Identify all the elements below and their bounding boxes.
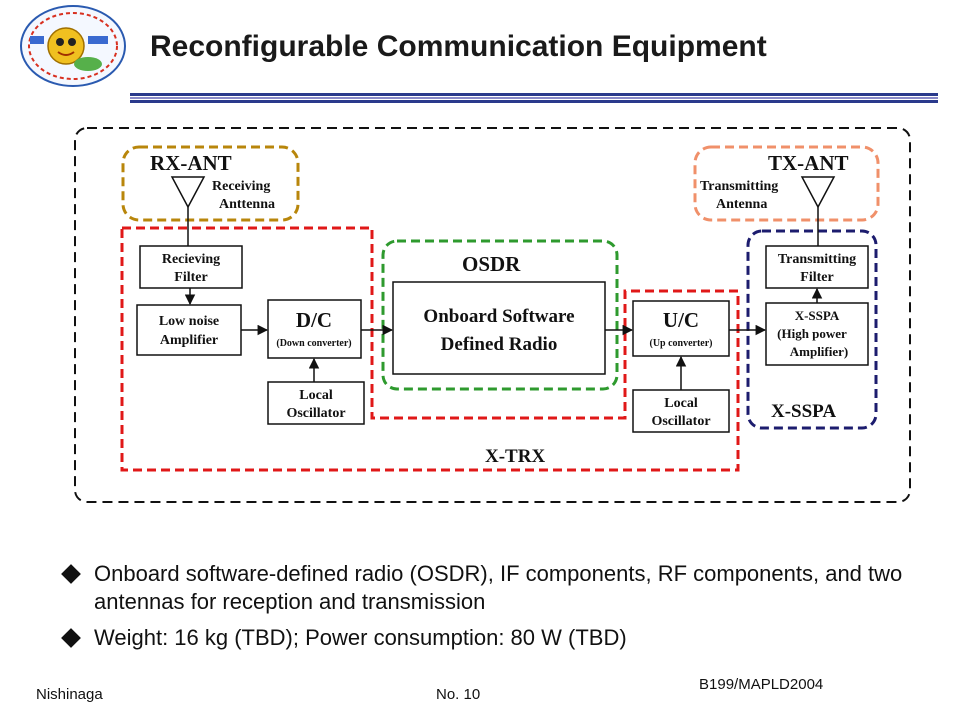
lna-line2: Amplifier bbox=[160, 333, 218, 348]
lna-line1: Low noise bbox=[159, 314, 219, 329]
rx-ant-label: RX-ANT bbox=[150, 151, 232, 175]
tx-ant-label: TX-ANT bbox=[768, 151, 849, 175]
osdr-line2: Defined Radio bbox=[441, 334, 558, 355]
tx-antenna-icon bbox=[800, 176, 836, 246]
osdr-box bbox=[392, 281, 606, 375]
bullet-text: Onboard software-defined radio (OSDR), I… bbox=[94, 561, 903, 614]
rx-antenna-icon bbox=[170, 176, 206, 246]
bullet-item: Weight: 16 kg (TBD); Power consumption: … bbox=[61, 624, 922, 652]
receiving-filter-line2: Filter bbox=[174, 270, 207, 285]
footer-page-number: No. 10 bbox=[436, 686, 481, 703]
x-sspa-line2: (High power bbox=[777, 326, 847, 341]
tx-antenna-text-2: Antenna bbox=[716, 197, 767, 212]
x-trx-label: X-TRX bbox=[485, 446, 545, 467]
lo-tx-box bbox=[632, 389, 730, 433]
title-underline bbox=[130, 93, 938, 103]
osdr-group bbox=[381, 239, 619, 391]
rx-antenna-text-1: Receiving bbox=[212, 179, 270, 194]
dc-line1: D/C bbox=[296, 308, 332, 332]
x-trx-group bbox=[120, 226, 740, 472]
rx-ant-group bbox=[121, 145, 300, 222]
transmitting-filter-line1: Transmitting bbox=[778, 252, 856, 267]
lo-rx-line2: Oscillator bbox=[286, 406, 345, 421]
lo-tx-line2: Oscillator bbox=[651, 414, 710, 429]
receiving-filter-box bbox=[139, 245, 243, 289]
diamond-bullet-icon bbox=[61, 564, 81, 584]
osdr-label: OSDR bbox=[462, 252, 521, 276]
osdr-line1: Onboard Software bbox=[423, 306, 574, 327]
tx-ant-group bbox=[693, 145, 880, 222]
receiving-filter-line1: Recieving bbox=[162, 252, 220, 267]
uc-line1: U/C bbox=[663, 308, 699, 332]
outer-boundary bbox=[74, 127, 911, 503]
footer-author: Nishinaga bbox=[36, 686, 103, 703]
bullet-text: Weight: 16 kg (TBD); Power consumption: … bbox=[94, 625, 627, 650]
conference-logo bbox=[20, 5, 126, 87]
bullet-item: Onboard software-defined radio (OSDR), I… bbox=[61, 560, 922, 616]
tx-antenna-text-1: Transmitting bbox=[700, 179, 778, 194]
x-sspa-box bbox=[765, 302, 869, 366]
lna-box bbox=[136, 304, 242, 356]
page-title: Reconfigurable Communication Equipment bbox=[150, 30, 767, 63]
x-sspa-label: X-SSPA bbox=[771, 401, 836, 422]
x-sspa-line3: Amplifier) bbox=[790, 344, 848, 359]
lo-tx-line1: Local bbox=[664, 396, 698, 411]
footer-code: B199/MAPLD2004 bbox=[699, 676, 824, 693]
lo-rx-box bbox=[267, 381, 365, 425]
bullet-list: Onboard software-defined radio (OSDR), I… bbox=[61, 560, 922, 660]
uc-line2: (Up converter) bbox=[649, 338, 712, 349]
diamond-bullet-icon bbox=[61, 628, 81, 648]
rx-antenna-text-2: Anttenna bbox=[219, 197, 275, 212]
x-sspa-line1: X-SSPA bbox=[795, 308, 840, 323]
lo-rx-line1: Local bbox=[299, 388, 333, 403]
uc-box bbox=[632, 300, 730, 357]
dc-line2: (Down converter) bbox=[276, 338, 351, 349]
transmitting-filter-line2: Filter bbox=[800, 270, 833, 285]
